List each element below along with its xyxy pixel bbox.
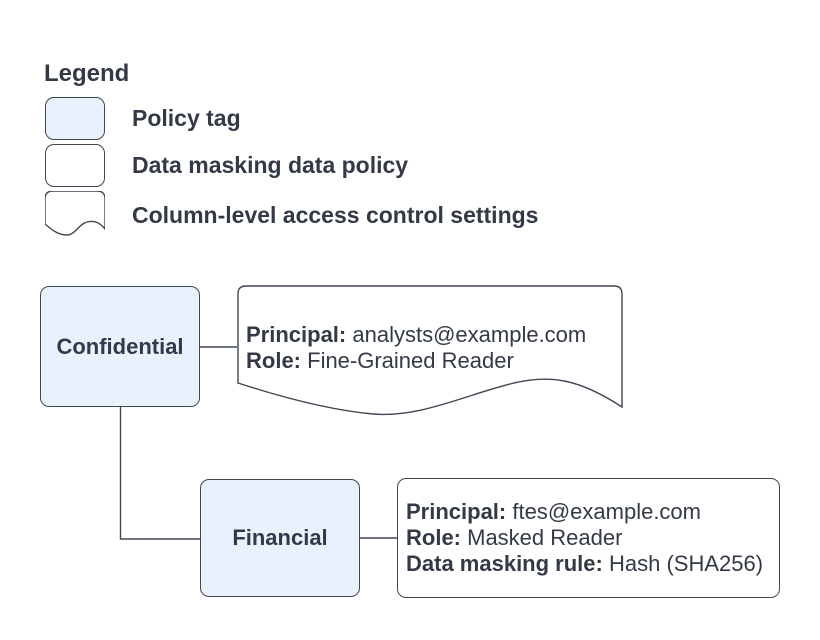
- role-line: Role: Fine-Grained Reader: [246, 348, 618, 374]
- column-access-settings-shape: [237, 285, 623, 416]
- field-label: Principal:: [406, 499, 507, 524]
- policy-tag-node-confidential: Confidential: [40, 286, 200, 407]
- data-masking-rule-line: Data masking rule: Hash (SHA256): [406, 551, 779, 577]
- field-value: Hash (SHA256): [608, 551, 764, 576]
- node-label: Confidential: [56, 333, 184, 359]
- field-value: Fine-Grained Reader: [307, 348, 514, 373]
- policy-tag-swatch-icon: [45, 97, 105, 140]
- data-masking-data-policy-swatch-icon: [45, 143, 105, 187]
- financial-data-masking-policy-callout: Principal: ftes@example.com Role: Masked…: [397, 478, 780, 598]
- legend-item-policy-tag: Policy tag: [45, 97, 241, 140]
- legend-item-label: Column-level access control settings: [132, 201, 539, 228]
- column-level-access-control-settings-swatch-icon: [45, 191, 105, 236]
- field-label: Role:: [246, 348, 301, 373]
- principal-line: Principal: analysts@example.com: [246, 322, 618, 348]
- field-label: Data masking rule:: [406, 551, 603, 576]
- field-value: ftes@example.com: [512, 499, 701, 524]
- node-label: Financial: [232, 525, 328, 550]
- legend-title: Legend: [44, 60, 130, 87]
- legend-item-column-access-settings: Column-level access control settings: [45, 191, 539, 237]
- field-label: Principal:: [246, 322, 347, 347]
- field-label: Role:: [406, 525, 461, 550]
- principal-line: Principal: ftes@example.com: [406, 499, 779, 525]
- policy-tag-node-financial: Financial: [200, 479, 360, 597]
- field-value: analysts@example.com: [352, 322, 587, 347]
- confidential-access-settings-callout: Principal: analysts@example.com Role: Fi…: [238, 286, 618, 410]
- legend-item-label: Policy tag: [132, 105, 241, 131]
- legend-item-label: Data masking data policy: [132, 151, 409, 178]
- role-line: Role: Masked Reader: [406, 525, 779, 551]
- field-value: Masked Reader: [467, 525, 623, 550]
- legend-item-data-masking-policy: Data masking data policy: [45, 143, 408, 187]
